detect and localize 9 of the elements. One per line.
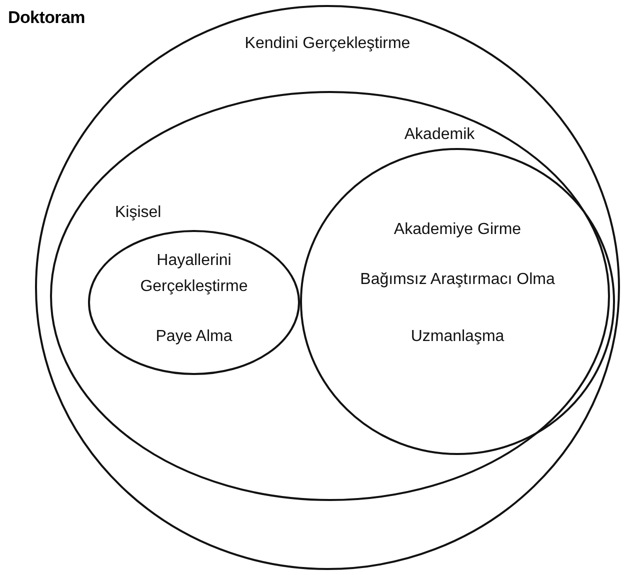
list-item: Akademiye Girme — [394, 221, 522, 239]
list-item: Paye Alma — [156, 328, 232, 346]
set-label: Kişisel — [115, 204, 162, 222]
set-label: Kendini Gerçekleştirme — [244, 35, 410, 53]
list-item: Hayallerini Gerçekleştirme — [139, 251, 249, 297]
set-label: Akademik — [404, 126, 475, 144]
list-item: Uzmanlaşma — [410, 328, 504, 346]
list-item: Bağımsız Araştırmacı Olma — [360, 271, 555, 289]
diagram-title: Doktoram — [8, 8, 85, 28]
